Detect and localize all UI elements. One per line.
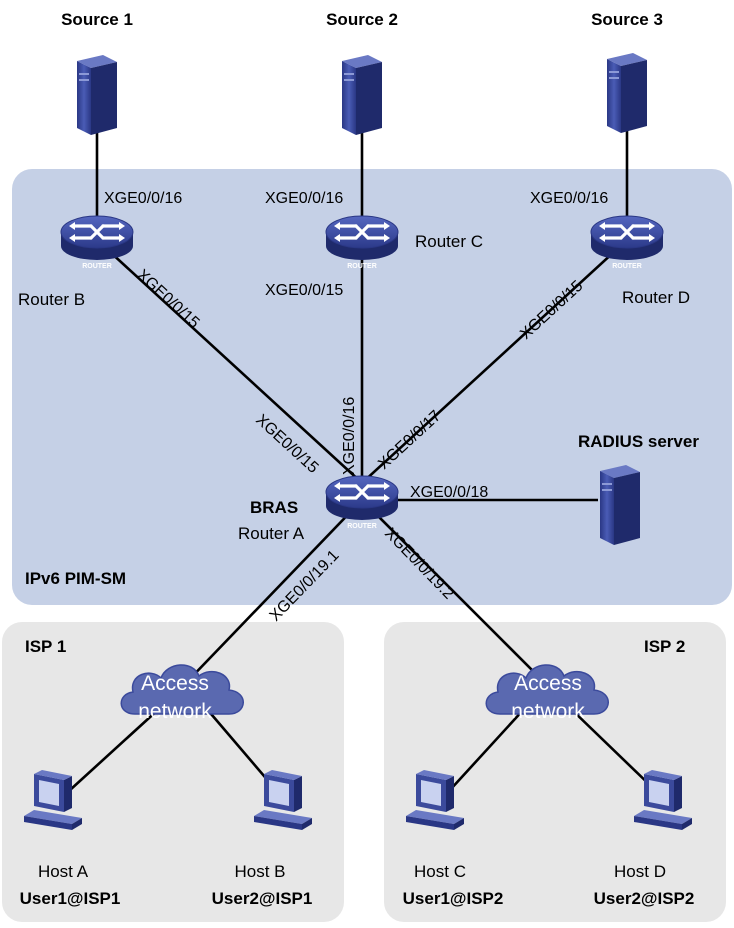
isp1-cloud-line1: Access [141, 672, 209, 695]
radius-server-icon [600, 465, 640, 545]
host-c-name: Host C [414, 862, 466, 881]
isp1-region [2, 622, 344, 922]
router-a-badge: ROUTER [347, 523, 377, 530]
router-a-port-to-c: XGE0/0/16 [341, 397, 358, 475]
router-c-badge: ROUTER [347, 263, 377, 270]
router-b-label: Router B [18, 290, 85, 309]
isp1-cloud-line2: network [138, 700, 212, 723]
router-c-port-down: XGE0/0/15 [265, 282, 343, 299]
source3-label: Source 3 [591, 10, 663, 29]
isp2-region [384, 622, 726, 922]
link-routerb-routera [96, 239, 363, 484]
link-cloud2-hostc [449, 707, 526, 791]
router-c-port-up: XGE0/0/16 [265, 190, 343, 207]
router-b-badge: ROUTER [82, 263, 112, 270]
pim-sm-region [12, 169, 732, 605]
router-d-port-up: XGE0/0/16 [530, 190, 608, 207]
isp2-cloud-line1: Access [514, 672, 582, 695]
router-a-port-to-radius: XGE0/0/18 [410, 484, 488, 501]
router-a-role: BRAS [250, 498, 298, 517]
radius-server-label: RADIUS server [578, 432, 699, 451]
pim-sm-label: IPv6 PIM-SM [25, 569, 126, 588]
link-routera-isp1 [182, 499, 363, 687]
isp2-cloud-line2: network [511, 700, 585, 723]
links [69, 128, 656, 791]
host-d-user: User2@ISP2 [594, 889, 695, 908]
router-b-icon [59, 214, 135, 262]
isp1-label: ISP 1 [25, 637, 66, 656]
link-cloud1-hosta [69, 707, 161, 791]
source2-server-icon [342, 55, 382, 135]
router-c-icon [324, 214, 400, 262]
source3-server-icon [607, 53, 647, 133]
source1-server-icon [77, 55, 117, 135]
host-b-name: Host B [234, 862, 285, 881]
link-cloud2-hostd [569, 707, 656, 791]
isp2-label: ISP 2 [644, 637, 685, 656]
host-c-user: User1@ISP2 [403, 889, 504, 908]
router-a-icon [324, 474, 400, 522]
router-d-icon [589, 214, 665, 262]
router-c-label: Router C [415, 232, 483, 251]
link-routerd-routera [361, 239, 628, 484]
host-a-name: Host A [38, 862, 89, 881]
host-b-user: User2@ISP1 [212, 889, 313, 908]
source2-label: Source 2 [326, 10, 398, 29]
router-d-label: Router D [622, 288, 690, 307]
source1-label: Source 1 [61, 10, 133, 29]
host-a-user: User1@ISP1 [20, 889, 121, 908]
router-b-port-up: XGE0/0/16 [104, 190, 182, 207]
router-d-badge: ROUTER [612, 263, 642, 270]
link-routera-isp2 [361, 499, 549, 687]
host-d-name: Host D [614, 862, 666, 881]
router-a-label: Router A [238, 524, 305, 543]
